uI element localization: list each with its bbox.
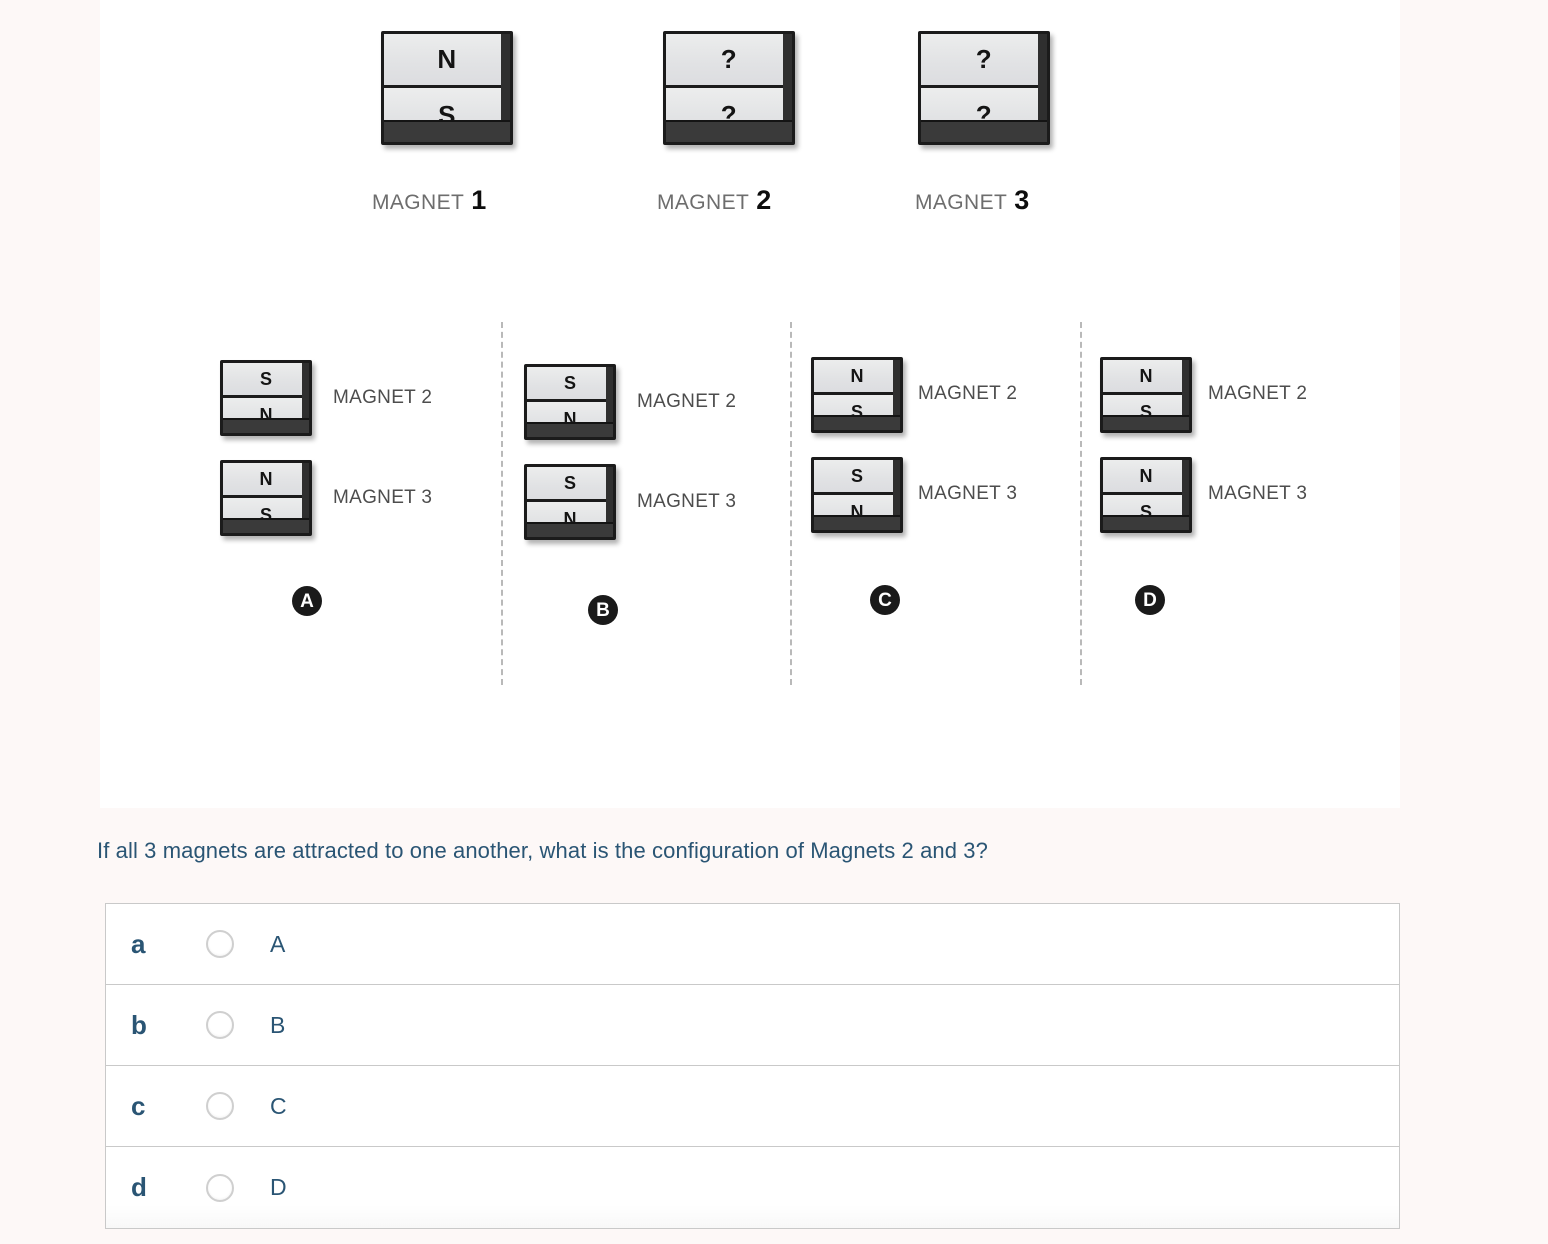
answer-options-table: a A b B c C d D (105, 903, 1400, 1229)
magnet-side-face (302, 363, 309, 433)
magnet-1-label-number: 1 (471, 185, 487, 215)
answer-label-d: D (270, 1174, 287, 1200)
answer-label-a: A (270, 930, 286, 957)
answer-key-b: b (131, 1009, 147, 1040)
radio-button-c[interactable] (206, 1092, 234, 1120)
magnet-2-top-pole: ? (666, 34, 792, 88)
magnet-3-label: MAGNET 3 (915, 185, 1030, 216)
option-b-magnet2-top-pole: S (527, 367, 613, 402)
option-c-magnet2-label: MAGNET 2 (918, 383, 1018, 404)
radio-button-b[interactable] (206, 1011, 234, 1039)
magnet-3-top-pole: ? (921, 34, 1047, 88)
option-divider-cd (1080, 322, 1082, 685)
option-d-magnet3-top-pole: N (1103, 460, 1189, 495)
magnet-2-label: MAGNET 2 (657, 185, 772, 216)
option-c-magnet3-label: MAGNET 3 (918, 483, 1018, 504)
magnet-body: S N (524, 364, 616, 440)
answer-row[interactable]: a A (106, 904, 1399, 985)
magnet-side-face (606, 467, 613, 537)
magnet-bottom-lip (1103, 415, 1189, 430)
magnet-side-face (893, 460, 900, 530)
magnet-bottom-lip (814, 415, 900, 430)
magnet-body: N S (1100, 457, 1192, 533)
option-a-magnet3-top-pole: N (223, 463, 309, 498)
magnet-bottom-lip (527, 522, 613, 537)
option-b-magnet2-label: MAGNET 2 (637, 391, 737, 412)
magnet-1-body: N S (381, 31, 513, 145)
answer-row[interactable]: b B (106, 985, 1399, 1066)
magnet-side-face (302, 463, 309, 533)
answer-row[interactable]: d D (106, 1147, 1399, 1228)
magnet-side-face (1182, 460, 1189, 530)
magnet-body: N S (220, 460, 312, 536)
magnet-3-label-word: MAGNET (915, 191, 1008, 214)
magnet-body: S N (220, 360, 312, 436)
magnet-1-top-pole: N (384, 34, 510, 88)
magnet-2-label-word: MAGNET (657, 191, 750, 214)
radio-button-a[interactable] (206, 930, 234, 958)
answer-key-c: c (131, 1090, 146, 1121)
magnet-2-label-number: 2 (756, 185, 772, 215)
magnet-side-face (783, 34, 792, 142)
figure-panel: N S MAGNET 1 ? ? MAGNET 2 ? ? MAGNET 3 (100, 0, 1400, 808)
magnet-body: S N (524, 464, 616, 540)
magnet-3-label-number: 3 (1014, 185, 1030, 215)
option-b-magnet3-top-pole: S (527, 467, 613, 502)
option-a-magnet2-top-pole: S (223, 363, 309, 398)
magnet-1-label: MAGNET 1 (372, 185, 487, 216)
option-c-magnet3-top-pole: S (814, 460, 900, 495)
magnet-3-body: ? ? (918, 31, 1050, 145)
question-text: If all 3 magnets are attracted to one an… (97, 838, 988, 863)
radio-button-d[interactable] (206, 1173, 234, 1202)
magnet-2-body: ? ? (663, 31, 795, 145)
magnet-bottom-lip (814, 515, 900, 530)
magnet-body: N S (1100, 357, 1192, 433)
magnet-bottom-lip (1103, 515, 1189, 530)
magnet-side-face (606, 367, 613, 437)
option-a-badge: A (292, 586, 322, 616)
magnet-bottom-lip (223, 518, 309, 533)
magnet-side-face (1038, 34, 1047, 142)
option-c-badge: C (870, 585, 900, 615)
option-divider-bc (790, 322, 792, 685)
magnet-body: N S (811, 357, 903, 433)
magnet-side-face (1182, 360, 1189, 430)
option-a-magnet3-label: MAGNET 3 (333, 487, 433, 508)
magnet-bottom-lip (921, 120, 1047, 142)
option-divider-ab (501, 322, 503, 685)
magnet-bottom-lip (666, 120, 792, 142)
magnet-1-label-word: MAGNET (372, 191, 465, 214)
answer-row[interactable]: c C (106, 1066, 1399, 1147)
option-d-magnet3-label: MAGNET 3 (1208, 483, 1308, 504)
option-d-magnet2-top-pole: N (1103, 360, 1189, 395)
magnet-side-face (501, 34, 510, 142)
option-b-badge: B (588, 595, 618, 625)
answer-label-c: C (270, 1092, 287, 1119)
option-a-magnet2-label: MAGNET 2 (333, 387, 433, 408)
magnet-side-face (893, 360, 900, 430)
magnet-bottom-lip (527, 422, 613, 437)
magnet-bottom-lip (384, 120, 510, 142)
answer-key-d: d (131, 1172, 147, 1202)
magnet-bottom-lip (223, 418, 309, 433)
option-b-magnet3-label: MAGNET 3 (637, 491, 737, 512)
magnet-body: S N (811, 457, 903, 533)
option-c-magnet2-top-pole: N (814, 360, 900, 395)
answer-label-b: B (270, 1011, 286, 1038)
option-d-badge: D (1135, 585, 1165, 615)
answer-key-a: a (131, 928, 146, 959)
option-d-magnet2-label: MAGNET 2 (1208, 383, 1308, 404)
